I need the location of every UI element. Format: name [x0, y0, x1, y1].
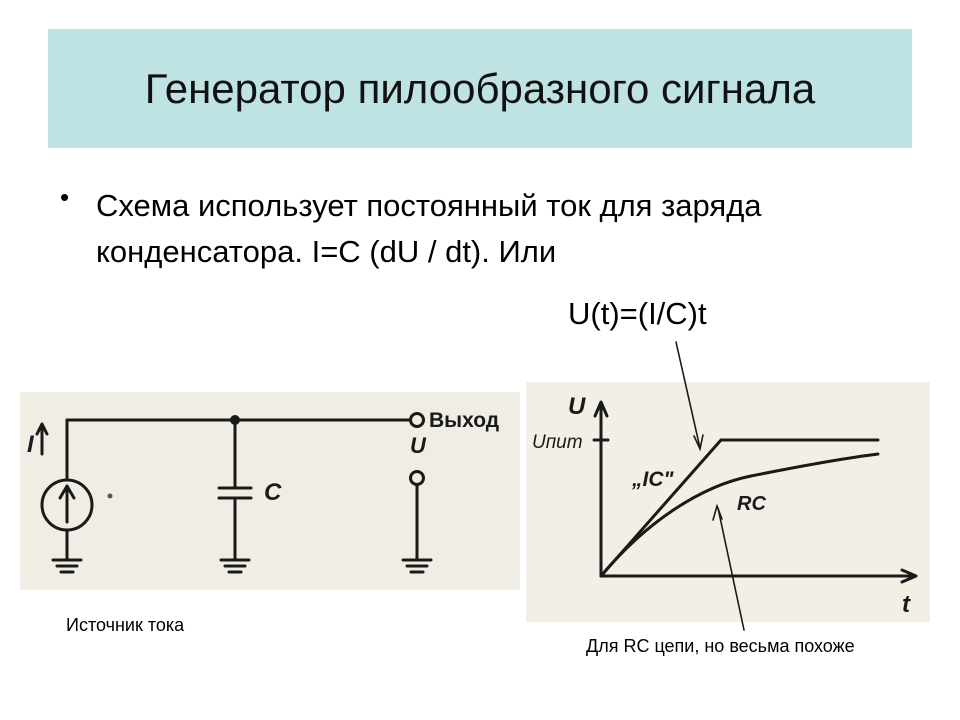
ic-curve-label: „IC" — [631, 468, 675, 491]
formula-arrow-head — [693, 434, 704, 452]
rc-curve-label: RC — [737, 493, 766, 515]
bullet-text: Схема использует постоянный ток для заря… — [96, 188, 762, 269]
rc-curve — [599, 452, 880, 578]
rc-arrow-head — [712, 503, 723, 521]
bullet-marker: • — [60, 182, 70, 212]
y-axis-arrow — [593, 400, 609, 418]
slide-title: Генератор пилообразного сигнала — [144, 64, 816, 112]
graph-svg: U Uпит t „IC" RC — [532, 393, 918, 618]
charging-graph: U Uпит t „IC" RC — [526, 382, 930, 622]
title-bar: Генератор пилообразного сигнала — [48, 29, 912, 148]
output-label: Выход — [429, 409, 499, 432]
rc-arrow — [717, 507, 745, 631]
x-axis-label: t — [902, 591, 911, 618]
voltage-label: U — [410, 433, 427, 458]
output-terminal-top — [409, 412, 425, 428]
caption-rc-note: Для RC цепи, но весьма похоже — [586, 636, 855, 656]
caption-current-source: Источник тока — [66, 615, 185, 635]
formula-arrow — [675, 341, 701, 449]
ic-curve — [599, 438, 880, 578]
current-label: I — [27, 431, 35, 458]
x-axis-arrow — [900, 568, 918, 584]
capacitor-label: C — [264, 479, 282, 506]
formula: U(t)=(I/C)t — [568, 296, 707, 331]
supply-label: Uпит — [532, 432, 583, 453]
circuit-svg: I C Выход U — [27, 409, 499, 574]
circuit-diagram: I C Выход U — [20, 392, 520, 590]
y-axis-label: U — [568, 393, 586, 420]
